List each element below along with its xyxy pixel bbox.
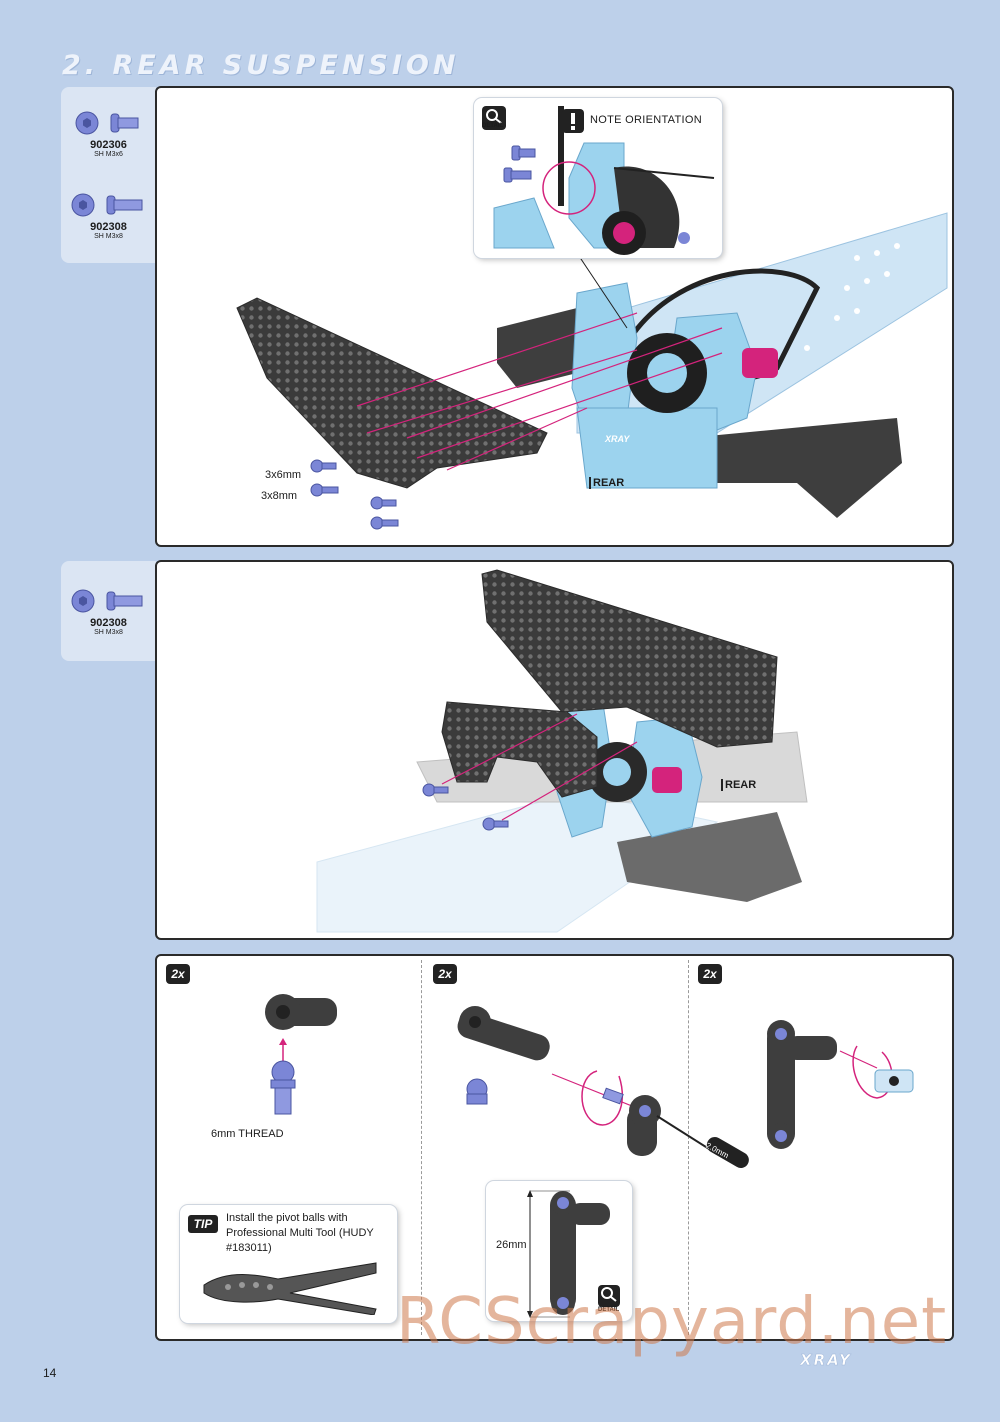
ball-end-length-illustration [527, 1190, 610, 1318]
column-divider [421, 960, 422, 1335]
tip-box: TIP Install the pivot balls with Profess… [180, 1205, 397, 1323]
part-902308: 902308 SH M3x8 [61, 587, 156, 636]
section-title: 2. REAR SUSPENSION [62, 50, 460, 81]
tip-badge: TIP [188, 1215, 218, 1233]
tip-text: Install the pivot balls with Professiona… [226, 1212, 374, 1254]
rear-label: REAR [589, 477, 624, 489]
part-desc: SH M3x8 [94, 233, 123, 240]
brand-logo: XRAY [799, 1351, 955, 1373]
step2-panel: REAR [155, 560, 954, 940]
orientation-detail-illustration [493, 106, 715, 255]
quantity-badge: 2x [698, 964, 722, 984]
screw-m3x8-icon [71, 193, 142, 217]
note-orientation-text: NOTE ORIENTATION [590, 114, 702, 126]
rear-body-mount-illustration [316, 569, 808, 933]
multi-tool-pliers-illustration [203, 1262, 377, 1315]
screw-m3x6-icon [75, 111, 138, 135]
part-code: 902306 [90, 139, 127, 151]
parts-tab-step1: 902306 SH M3x6 902308 SH M3x8 [61, 87, 156, 263]
brand-text: XRAY [800, 1352, 852, 1368]
part-902306: 902306 SH M3x6 [61, 109, 156, 158]
screw-label-3x6: 3x6mm [265, 469, 302, 481]
detail-magnifier-icon [598, 1285, 620, 1307]
watermark: RCScrapyard.net [396, 1285, 948, 1359]
detail-magnifier-icon [482, 106, 506, 130]
quantity-badge: 2x [166, 964, 190, 984]
quantity-badge: 2x [433, 964, 457, 984]
step1-panel: 3x6mm 3x8mm REAR XRAY DETAIL [155, 86, 954, 547]
detail-icon-text: DETAIL [598, 1307, 620, 1313]
exclamation-icon [562, 109, 584, 133]
length-label: 26mm [496, 1239, 527, 1251]
xray-logo-icon: XRAY [799, 1351, 852, 1370]
ball-end-part [265, 994, 337, 1030]
pivot-ball-assembly-illustration [265, 994, 914, 1168]
part-desc: SH M3x8 [94, 629, 123, 636]
note-orientation-detail: DETAIL NOTE ORIENTATION [474, 98, 722, 258]
xray-mark: XRAY [605, 434, 630, 444]
column-divider [688, 960, 689, 1335]
screw-m3x8-icon [71, 589, 142, 613]
part-desc: SH M3x6 [94, 151, 123, 158]
rear-label: REAR [721, 779, 756, 791]
detail-icon-text: DETAIL [482, 123, 504, 129]
thread-label: 6mm THREAD [211, 1128, 284, 1140]
part-902308: 902308 SH M3x8 [61, 191, 156, 240]
rear-assembly-exploded-illustration [236, 212, 948, 530]
part-code: 902308 [90, 617, 127, 629]
length-detail: 26mm DETAIL [486, 1181, 632, 1321]
parts-tab-step2: 902308 SH M3x8 [61, 561, 156, 661]
screw-label-3x8: 3x8mm [261, 490, 298, 502]
part-code: 902308 [90, 221, 127, 233]
page-number: 14 [43, 1366, 57, 1380]
